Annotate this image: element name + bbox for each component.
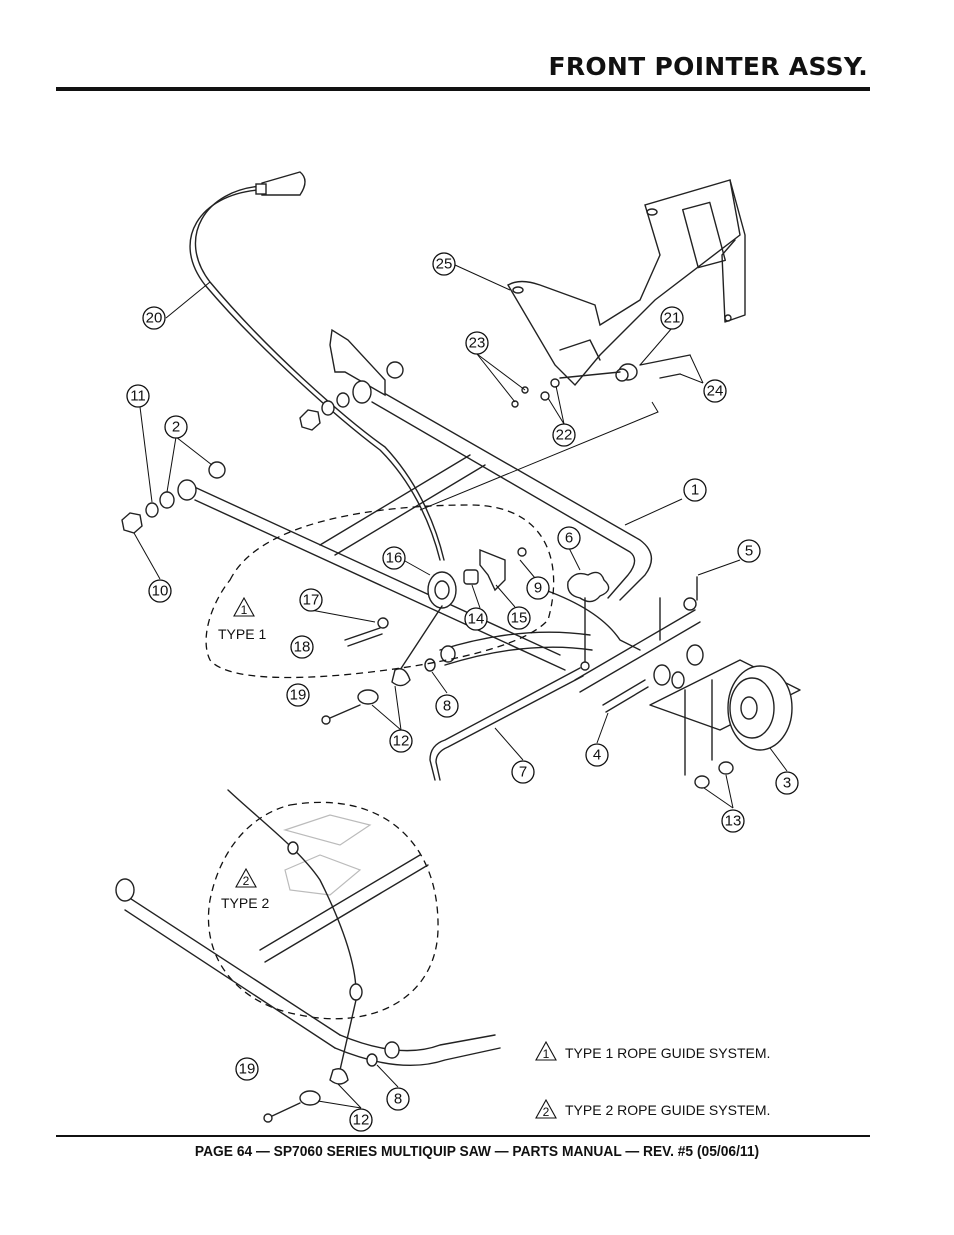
- svg-text:18: 18: [294, 639, 311, 656]
- svg-text:7: 7: [519, 764, 527, 781]
- page-title: FRONT POINTER ASSY.: [548, 52, 868, 81]
- svg-text:4: 4: [593, 747, 601, 764]
- header-rule: [56, 87, 870, 91]
- type2-detail-outline: [207, 801, 439, 1020]
- callout-2: 2: [164, 415, 188, 439]
- svg-text:13: 13: [725, 813, 742, 830]
- svg-text:8: 8: [394, 1091, 402, 1108]
- svg-text:24: 24: [707, 383, 724, 400]
- type1-detail-outline: [205, 504, 555, 679]
- svg-text:9: 9: [534, 580, 542, 597]
- callout-22: 22: [552, 423, 576, 447]
- callout-19: 19: [286, 683, 310, 707]
- callout-10: 10: [148, 579, 172, 603]
- svg-text:2: 2: [543, 1105, 550, 1119]
- type2-assembly: [115, 789, 501, 1123]
- callout-12: 12: [389, 729, 413, 753]
- svg-text:2: 2: [243, 874, 250, 888]
- footer-rule: [56, 1135, 870, 1137]
- leader-lines: [133, 264, 788, 1109]
- svg-text:19: 19: [239, 1061, 256, 1078]
- callout-4: 4: [585, 743, 609, 767]
- svg-text:10: 10: [152, 583, 169, 600]
- svg-text:1: 1: [543, 1047, 550, 1061]
- svg-text:14: 14: [468, 611, 485, 628]
- svg-text:TYPE 2: TYPE 2: [221, 895, 269, 911]
- callout-11: 11: [126, 384, 150, 408]
- shaft-hardware-2-10-11: [121, 361, 404, 534]
- callout-9: 9: [526, 576, 550, 600]
- svg-text:12: 12: [393, 733, 410, 750]
- pointer-rod-7: [429, 667, 584, 781]
- svg-text:1: 1: [691, 482, 699, 499]
- svg-text:19: 19: [290, 687, 307, 704]
- svg-text:TYPE 2 ROPE GUIDE SYSTEM.: TYPE 2 ROPE GUIDE SYSTEM.: [565, 1102, 770, 1118]
- svg-text:11: 11: [130, 388, 146, 405]
- pulley-assembly-type1: [344, 547, 527, 647]
- callout-7: 7: [511, 760, 535, 784]
- svg-text:12: 12: [353, 1112, 370, 1129]
- callout-21: 21: [660, 306, 684, 330]
- type2-label: 2 TYPE 2: [221, 867, 269, 911]
- svg-text:17: 17: [303, 592, 320, 609]
- svg-text:23: 23: [469, 335, 486, 352]
- callout-18: 18: [290, 635, 314, 659]
- knob-6: [567, 571, 610, 671]
- svg-text:8: 8: [443, 698, 451, 715]
- svg-text:25: 25: [436, 256, 453, 273]
- callout-1: 1: [683, 478, 707, 502]
- callout-6: 6: [557, 526, 581, 550]
- callout-16: 16: [382, 546, 406, 570]
- legend-type1: 1 TYPE 1 ROPE GUIDE SYSTEM.: [535, 1040, 770, 1061]
- svg-text:20: 20: [146, 310, 163, 327]
- callout-15: 15: [507, 606, 531, 630]
- callout-5: 5: [737, 539, 761, 563]
- type1-label: 1 TYPE 1: [218, 596, 266, 642]
- svg-text:1: 1: [241, 603, 248, 617]
- svg-text:TYPE 1: TYPE 1: [218, 626, 266, 642]
- callout-12-type2: 12: [349, 1108, 373, 1132]
- callout-23: 23: [465, 331, 489, 355]
- callout-20: 20: [142, 306, 166, 330]
- mounting-bracket-25: [507, 179, 746, 387]
- axle-wheel-assembly: [574, 576, 801, 789]
- svg-text:3: 3: [783, 775, 791, 792]
- svg-text:21: 21: [664, 310, 681, 327]
- callout-14: 14: [464, 607, 488, 631]
- type1-hardware: [321, 605, 456, 725]
- svg-text:5: 5: [745, 543, 753, 560]
- page-footer: PAGE 64 — SP7060 SERIES MULTIQUIP SAW — …: [194, 1143, 760, 1160]
- svg-text:TYPE 1 ROPE GUIDE SYSTEM.: TYPE 1 ROPE GUIDE SYSTEM.: [565, 1045, 770, 1061]
- callout-13: 13: [721, 809, 745, 833]
- svg-text:22: 22: [556, 427, 573, 444]
- pointer-frame-1: [189, 328, 653, 671]
- callout-19-type2: 19: [235, 1057, 259, 1081]
- callout-24: 24: [703, 379, 727, 403]
- callout-8-type2: 8: [386, 1087, 410, 1111]
- callout-8: 8: [435, 694, 459, 718]
- legend-type2: 2 TYPE 2 ROPE GUIDE SYSTEM.: [535, 1098, 770, 1119]
- svg-text:6: 6: [565, 530, 573, 547]
- callout-25: 25: [432, 252, 456, 276]
- hardware-21-24: [419, 354, 691, 511]
- svg-text:16: 16: [386, 550, 403, 567]
- svg-text:15: 15: [511, 610, 528, 627]
- callout-17: 17: [299, 588, 323, 612]
- callout-3: 3: [775, 771, 799, 795]
- svg-text:2: 2: [172, 419, 180, 436]
- pointer-cable-20: [189, 171, 445, 561]
